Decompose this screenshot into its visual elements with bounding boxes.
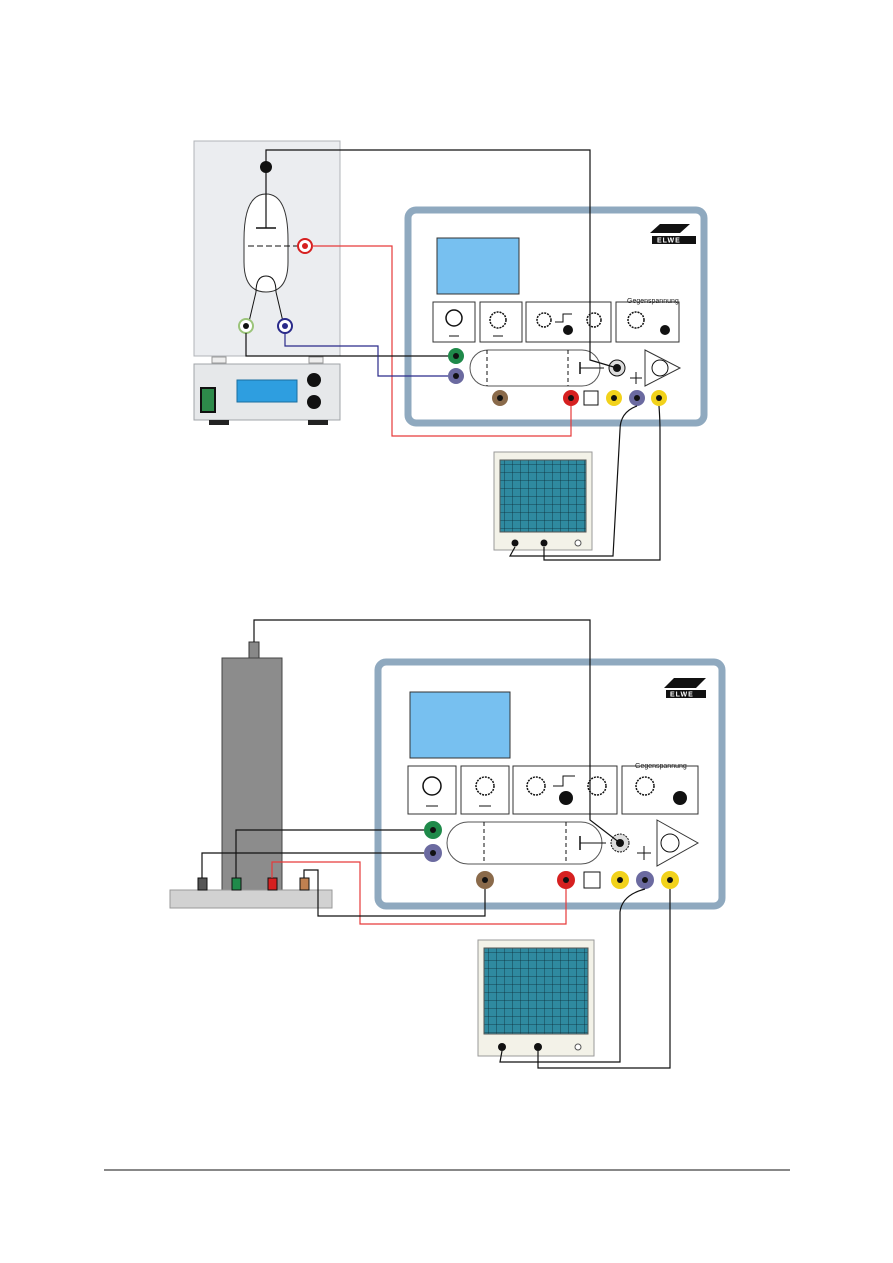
amplifier-knob[interactable] xyxy=(661,834,679,852)
power-knob-2[interactable] xyxy=(307,395,321,409)
schematic-tube xyxy=(447,822,602,864)
amplifier-knob[interactable] xyxy=(652,360,668,376)
control-unit-display xyxy=(410,692,510,758)
heater-socket-2[interactable] xyxy=(282,323,288,329)
osc-input-1[interactable] xyxy=(512,540,519,547)
knob-2[interactable] xyxy=(476,777,494,795)
counter-voltage-knob[interactable] xyxy=(628,312,644,328)
knob-3[interactable] xyxy=(537,313,551,327)
control-unit-display xyxy=(437,238,519,294)
tube-base xyxy=(170,890,332,908)
knob-1[interactable] xyxy=(446,310,462,326)
knob-2[interactable] xyxy=(490,312,506,328)
button-2[interactable] xyxy=(660,325,670,335)
osc-input-2[interactable] xyxy=(534,1043,542,1051)
power-switch[interactable] xyxy=(201,388,215,412)
plug-brown[interactable] xyxy=(300,878,309,890)
button-1[interactable] xyxy=(563,325,573,335)
grid-socket[interactable] xyxy=(302,243,308,249)
knob-4[interactable] xyxy=(588,777,606,795)
diagram-1: ELWE Gegenspannung xyxy=(194,141,704,560)
osc-input-2[interactable] xyxy=(541,540,548,547)
osc-knob[interactable] xyxy=(575,1044,581,1050)
knob-3[interactable] xyxy=(527,777,545,795)
heater-socket-1[interactable] xyxy=(243,323,249,329)
oscilloscope-screen xyxy=(500,460,586,532)
power-supply-display xyxy=(237,380,297,402)
plug-red[interactable] xyxy=(268,878,277,890)
button-1[interactable] xyxy=(559,791,573,805)
tube-column xyxy=(222,658,282,892)
button-2[interactable] xyxy=(673,791,687,805)
brand-label: ELWE xyxy=(670,692,694,699)
osc-knob[interactable] xyxy=(575,540,581,546)
diagram-2: ELWE Gegenspannung xyxy=(170,620,722,1068)
osc-input-1[interactable] xyxy=(498,1043,506,1051)
oscilloscope-screen xyxy=(484,948,588,1034)
power-knob-1[interactable] xyxy=(307,373,321,387)
counter-voltage-label: Gegenspannung xyxy=(627,298,679,305)
knob-1[interactable] xyxy=(423,777,441,795)
brand-label: ELWE xyxy=(657,238,681,245)
counter-voltage-knob[interactable] xyxy=(636,777,654,795)
plug-black[interactable] xyxy=(198,878,207,890)
knob-4[interactable] xyxy=(587,313,601,327)
plug-green[interactable] xyxy=(232,878,241,890)
counter-voltage-label: Gegenspannung xyxy=(635,763,687,770)
